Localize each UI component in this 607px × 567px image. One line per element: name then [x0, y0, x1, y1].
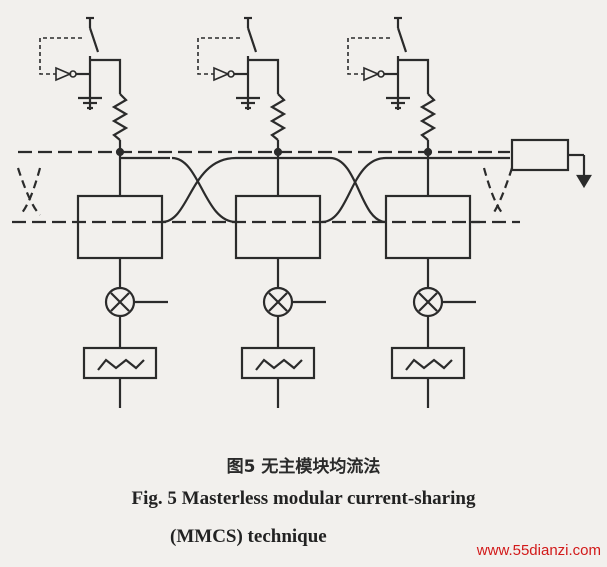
figure-caption-cn: 图5 无主模块均流法 — [226, 457, 381, 477]
output-bus — [115, 147, 510, 224]
figure-caption-en-line1: Fig. 5 Masterless modular current-sharin… — [131, 488, 476, 509]
module-unit-3 — [346, 16, 478, 410]
share-bus — [12, 150, 520, 224]
figure-caption-en-line2: (MMCS) technique — [170, 526, 327, 547]
mmcs-circuit-diagram — [12, 16, 592, 410]
watermark: www.55dianzi.com — [476, 542, 601, 559]
load-resistor — [510, 138, 592, 189]
module-unit-1 — [38, 16, 170, 410]
